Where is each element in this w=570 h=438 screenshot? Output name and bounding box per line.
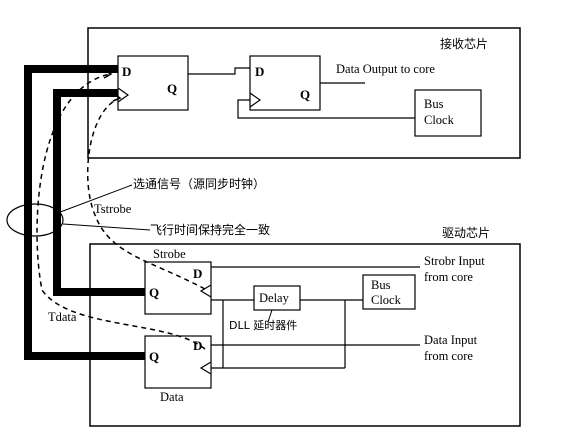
- driver-chip-box: [89, 243, 521, 427]
- delay-label: Delay: [259, 291, 290, 305]
- data-ff-q-label: Q: [149, 349, 159, 364]
- receiver-ff2-q-label: Q: [300, 87, 310, 102]
- strobe-ff-clock-marker: [199, 284, 212, 298]
- tstrobe-dashed-path: [86, 97, 206, 290]
- strobe-signal-label: 选通信号（源同步时钟）: [133, 176, 265, 191]
- receiver-bus-clock-line2: Clock: [424, 113, 455, 127]
- tstrobe-label: Tstrobe: [94, 202, 132, 216]
- strobe-trace: [53, 89, 145, 296]
- data-ff-d-label: D: [193, 338, 202, 353]
- driver-chip-title: 驱动芯片: [442, 226, 490, 240]
- dll-label: DLL 延时器件: [229, 319, 297, 332]
- flight-time-label: 飞行时间保持完全一致: [150, 222, 270, 237]
- data-ff-label: Data: [160, 390, 184, 404]
- receiver-ff2-d-label: D: [255, 64, 264, 79]
- receiver-ff1-q-label: Q: [167, 81, 177, 96]
- receiver-bus-clock-line1: Bus: [424, 97, 444, 111]
- strobe-ff-label: Strobe: [153, 247, 186, 261]
- tdata-dashed-path: [36, 73, 206, 350]
- strobe-ff-d-label: D: [193, 266, 202, 281]
- flight-time-pointer: [62, 223, 151, 231]
- data-output-label: Data Output to core: [336, 62, 435, 76]
- dll-pointer-line: [267, 309, 273, 323]
- data-input-line1: Data Input: [424, 333, 478, 347]
- tstrobe-arrow: [112, 93, 122, 102]
- receiver-ff1: [117, 55, 189, 111]
- data-ff-clock-wire: [211, 300, 224, 369]
- driver-bus-clock-line2: Clock: [371, 293, 402, 307]
- driver-bus-clock-box: [362, 274, 416, 310]
- receiver-chip-title: 接收芯片: [440, 36, 488, 51]
- receiver-bus-clock-box: [414, 89, 482, 137]
- driver-bus-clock-line1: Bus: [371, 278, 391, 292]
- data-input-line2: from core: [424, 349, 473, 363]
- tdata-arrow: [103, 69, 113, 79]
- traces-ellipse: [6, 203, 64, 237]
- strobe-input-line1: Strobr Input: [424, 254, 485, 268]
- ff1-to-ff2-wire: [188, 67, 250, 75]
- receiver-bus-clock-wire: [237, 99, 415, 119]
- delay-box: [253, 285, 301, 311]
- receiver-ff1-clock-marker: [117, 87, 130, 103]
- strobe-ff-q-label: Q: [149, 285, 159, 300]
- receiver-ff2-clock-marker: [249, 92, 262, 108]
- receiver-ff1-d-label: D: [122, 64, 131, 79]
- data-trace: [24, 65, 145, 360]
- strobe-input-line2: from core: [424, 270, 473, 284]
- strobe-signal-pointer: [54, 184, 133, 215]
- data-ff-clock-marker: [199, 361, 212, 375]
- tdata-label: Tdata: [48, 310, 77, 324]
